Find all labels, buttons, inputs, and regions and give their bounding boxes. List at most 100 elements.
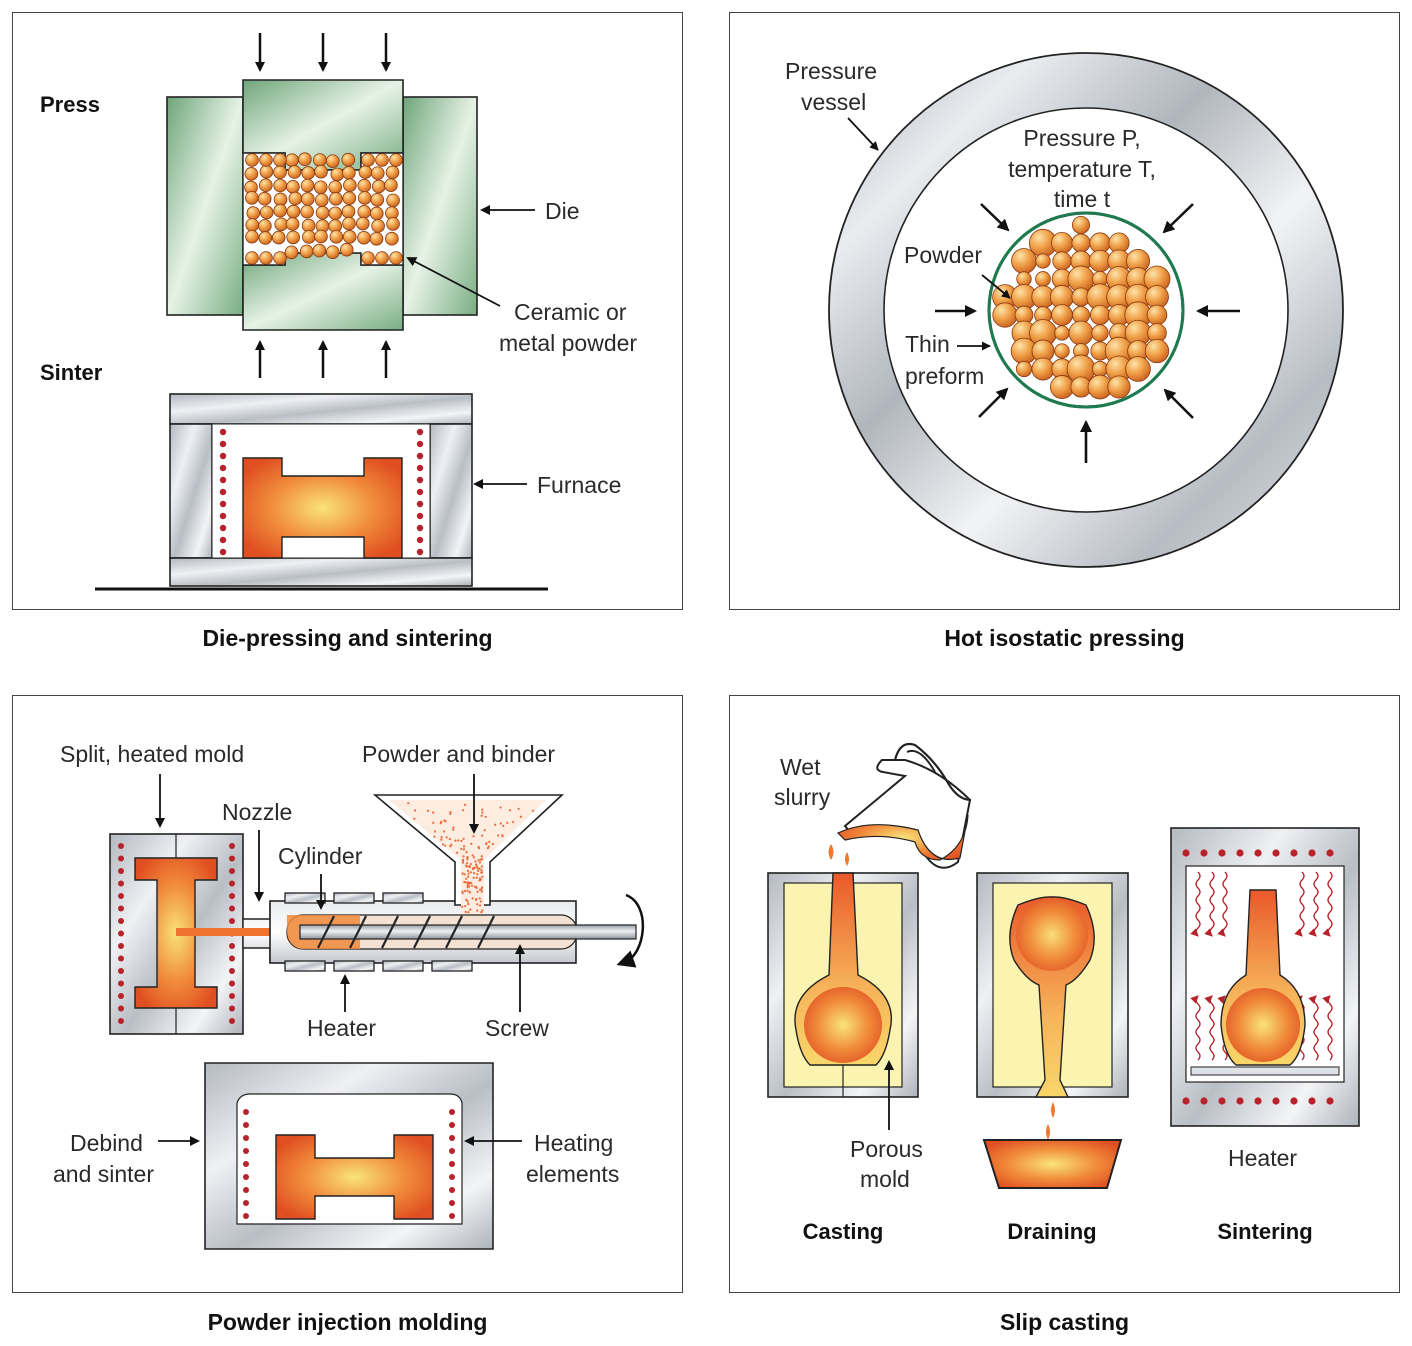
mold-heating-dot	[229, 968, 235, 974]
binder-dot	[478, 867, 481, 870]
die-label: Die	[545, 198, 580, 224]
binder-dot	[461, 858, 465, 861]
slurry-pitcher	[843, 759, 972, 869]
preform-label-2: preform	[905, 363, 984, 389]
binder-dot	[466, 886, 469, 889]
binder-dot	[481, 808, 484, 811]
heating-element-dot	[416, 488, 424, 496]
sintered-part	[242, 457, 403, 559]
heating-element-dot	[416, 440, 424, 448]
powder-particle	[258, 231, 273, 245]
heating-element-dot	[219, 464, 227, 472]
powder-particle	[273, 165, 287, 180]
mold-heating-dot	[229, 993, 235, 999]
powder-particle	[246, 206, 261, 220]
cylinder-label: Cylinder	[278, 843, 363, 869]
nozzle-label: Nozzle	[222, 799, 292, 825]
hopper-label: Powder and binder	[362, 741, 555, 767]
mold-heating-dot	[118, 955, 124, 962]
powder-particle	[244, 167, 259, 181]
slip-heater-label: Heater	[1228, 1145, 1297, 1171]
binder-dot	[480, 890, 483, 893]
binder-dot	[463, 803, 467, 806]
press-arrows-top	[255, 33, 391, 72]
hip-powder-label: Powder	[904, 242, 982, 268]
slip-heater-dots	[1182, 849, 1334, 1105]
hip-powder-particle	[1107, 375, 1131, 399]
binder-dot	[465, 898, 468, 901]
powder-particle	[273, 153, 287, 167]
binder-dot	[488, 840, 491, 843]
heat-wave	[1294, 871, 1305, 937]
mold-heating-dot	[229, 905, 235, 912]
hip-powder-particle	[1091, 324, 1109, 342]
hip-powder-particle	[1035, 253, 1051, 269]
binder-dot	[466, 858, 469, 861]
binder-dot	[517, 807, 520, 810]
heat-wave	[1322, 871, 1333, 937]
step-casting-label: Casting	[803, 1219, 884, 1244]
isostatic-pressure-arrows	[935, 203, 1240, 463]
binder-dot	[467, 872, 470, 875]
heat-wave	[1190, 995, 1201, 1061]
conditions-line-3: time t	[1054, 186, 1111, 212]
binder-dot	[441, 843, 444, 846]
powder-particle	[245, 190, 259, 205]
binder-dot	[519, 815, 523, 818]
binder-dot	[480, 911, 483, 914]
mold-heating-dot	[118, 855, 124, 862]
sinter-element-dot	[449, 1135, 455, 1141]
powder-particle	[384, 178, 398, 192]
binder-dot	[477, 859, 480, 862]
hip-powder-particle	[992, 302, 1018, 328]
binder-dot	[469, 908, 472, 911]
powder-particle	[301, 218, 316, 233]
binder-dot	[480, 814, 483, 817]
powder-particle	[357, 191, 372, 205]
binder-dot	[461, 890, 464, 893]
conditions-line-2: temperature T,	[1008, 156, 1156, 182]
binder-dot	[480, 871, 483, 874]
binder-dot	[445, 836, 448, 839]
slip-heater-dot	[1272, 1097, 1280, 1105]
binder-dot	[461, 905, 464, 908]
powder-particle	[329, 229, 344, 244]
powder-particle	[245, 218, 260, 232]
powder-particle	[299, 244, 314, 259]
binder-dot	[477, 869, 480, 872]
mold-heating-dot	[229, 868, 235, 874]
powder-particle	[257, 191, 272, 206]
sinter-element-dot	[243, 1161, 249, 1167]
screw-label: Screw	[485, 1015, 549, 1041]
hip-powder-particle	[1125, 356, 1151, 382]
powder-particle	[314, 229, 328, 244]
binder-dot	[511, 820, 515, 824]
binder-dot	[470, 884, 474, 887]
powder-particle	[375, 251, 389, 265]
step-draining-label: Draining	[1007, 1219, 1096, 1244]
conditions-line-1: Pressure P,	[1023, 125, 1140, 151]
sinter-element-dot	[243, 1148, 249, 1154]
heat-wave	[1308, 995, 1319, 1061]
powder-particle	[325, 154, 340, 168]
pim-diagram: Split, heated mold Nozzle Cylinder Powde…	[53, 741, 644, 1250]
hip-powder-particle	[1068, 320, 1094, 346]
powder-particle	[370, 166, 385, 180]
molten-channel	[176, 928, 286, 936]
hip-powder-particle	[1031, 357, 1055, 381]
mold-heating-dot	[229, 918, 235, 924]
powder-particle	[328, 206, 343, 221]
powder-particle	[301, 192, 315, 206]
binder-dot	[469, 863, 472, 866]
binder-dot	[413, 809, 417, 812]
binder-dot	[481, 886, 484, 889]
mold-heating-dot	[229, 955, 235, 962]
powder-particle	[355, 216, 370, 231]
binder-dot	[506, 821, 509, 824]
binder-dot	[531, 809, 535, 812]
slip-heater-dot	[1290, 1097, 1298, 1105]
slip-caption: Slip casting	[999, 1309, 1130, 1335]
powder-particle	[285, 217, 300, 231]
binder-dot	[479, 900, 482, 903]
binder-dot	[481, 811, 484, 814]
